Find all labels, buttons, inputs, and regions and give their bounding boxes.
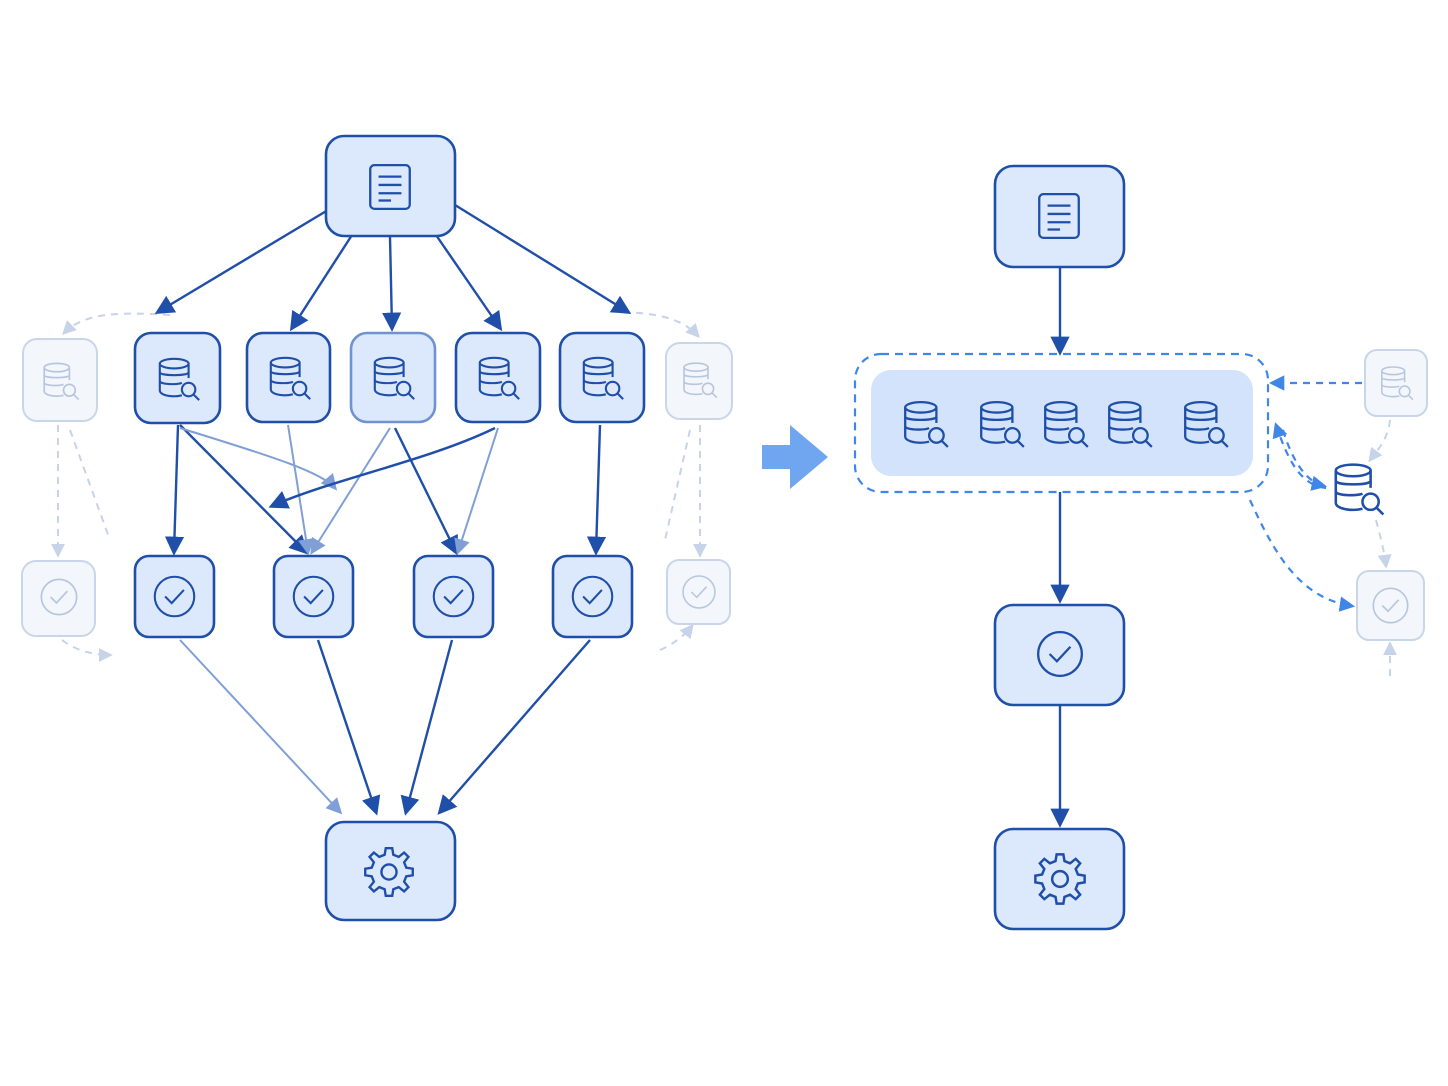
retriever-node-4	[454, 331, 542, 424]
left-faint-edges	[51, 311, 707, 662]
right-output-gear-node	[993, 827, 1126, 931]
left-root-document-node	[324, 134, 457, 238]
retriever-node-2	[245, 331, 332, 424]
database-search-icon	[1334, 463, 1385, 516]
right-floating-retriever	[1334, 463, 1385, 516]
right-faint-verifier-node	[666, 559, 731, 625]
left-mid-edges	[164, 424, 607, 556]
batched-retriever-group	[853, 352, 1270, 494]
left-output-gear-node	[324, 820, 457, 922]
verifier-node-3	[412, 554, 495, 639]
verifier-node-1	[133, 554, 216, 639]
verifier-node-2	[272, 554, 355, 639]
left-faint-retriever-node	[22, 338, 98, 422]
right-faint-retriever-node	[1364, 349, 1428, 417]
left-bottom-edges	[179, 639, 591, 816]
retriever-node-1	[133, 331, 222, 425]
left-diagram	[21, 134, 733, 922]
retriever-node-5	[558, 331, 646, 424]
left-root-edges	[154, 203, 632, 332]
right-dashed-edges	[1248, 375, 1397, 676]
right-diagram	[853, 164, 1428, 931]
left-faint-verifier-node	[21, 560, 96, 637]
right-faint-verifier-node	[1356, 570, 1425, 641]
right-root-document-node	[993, 164, 1126, 269]
right-arrow-icon	[762, 425, 828, 489]
right-faint-retriever-node	[665, 342, 733, 420]
right-verifier-node	[993, 603, 1126, 707]
retriever-node-3	[349, 331, 437, 424]
verifier-node-4	[551, 554, 634, 639]
